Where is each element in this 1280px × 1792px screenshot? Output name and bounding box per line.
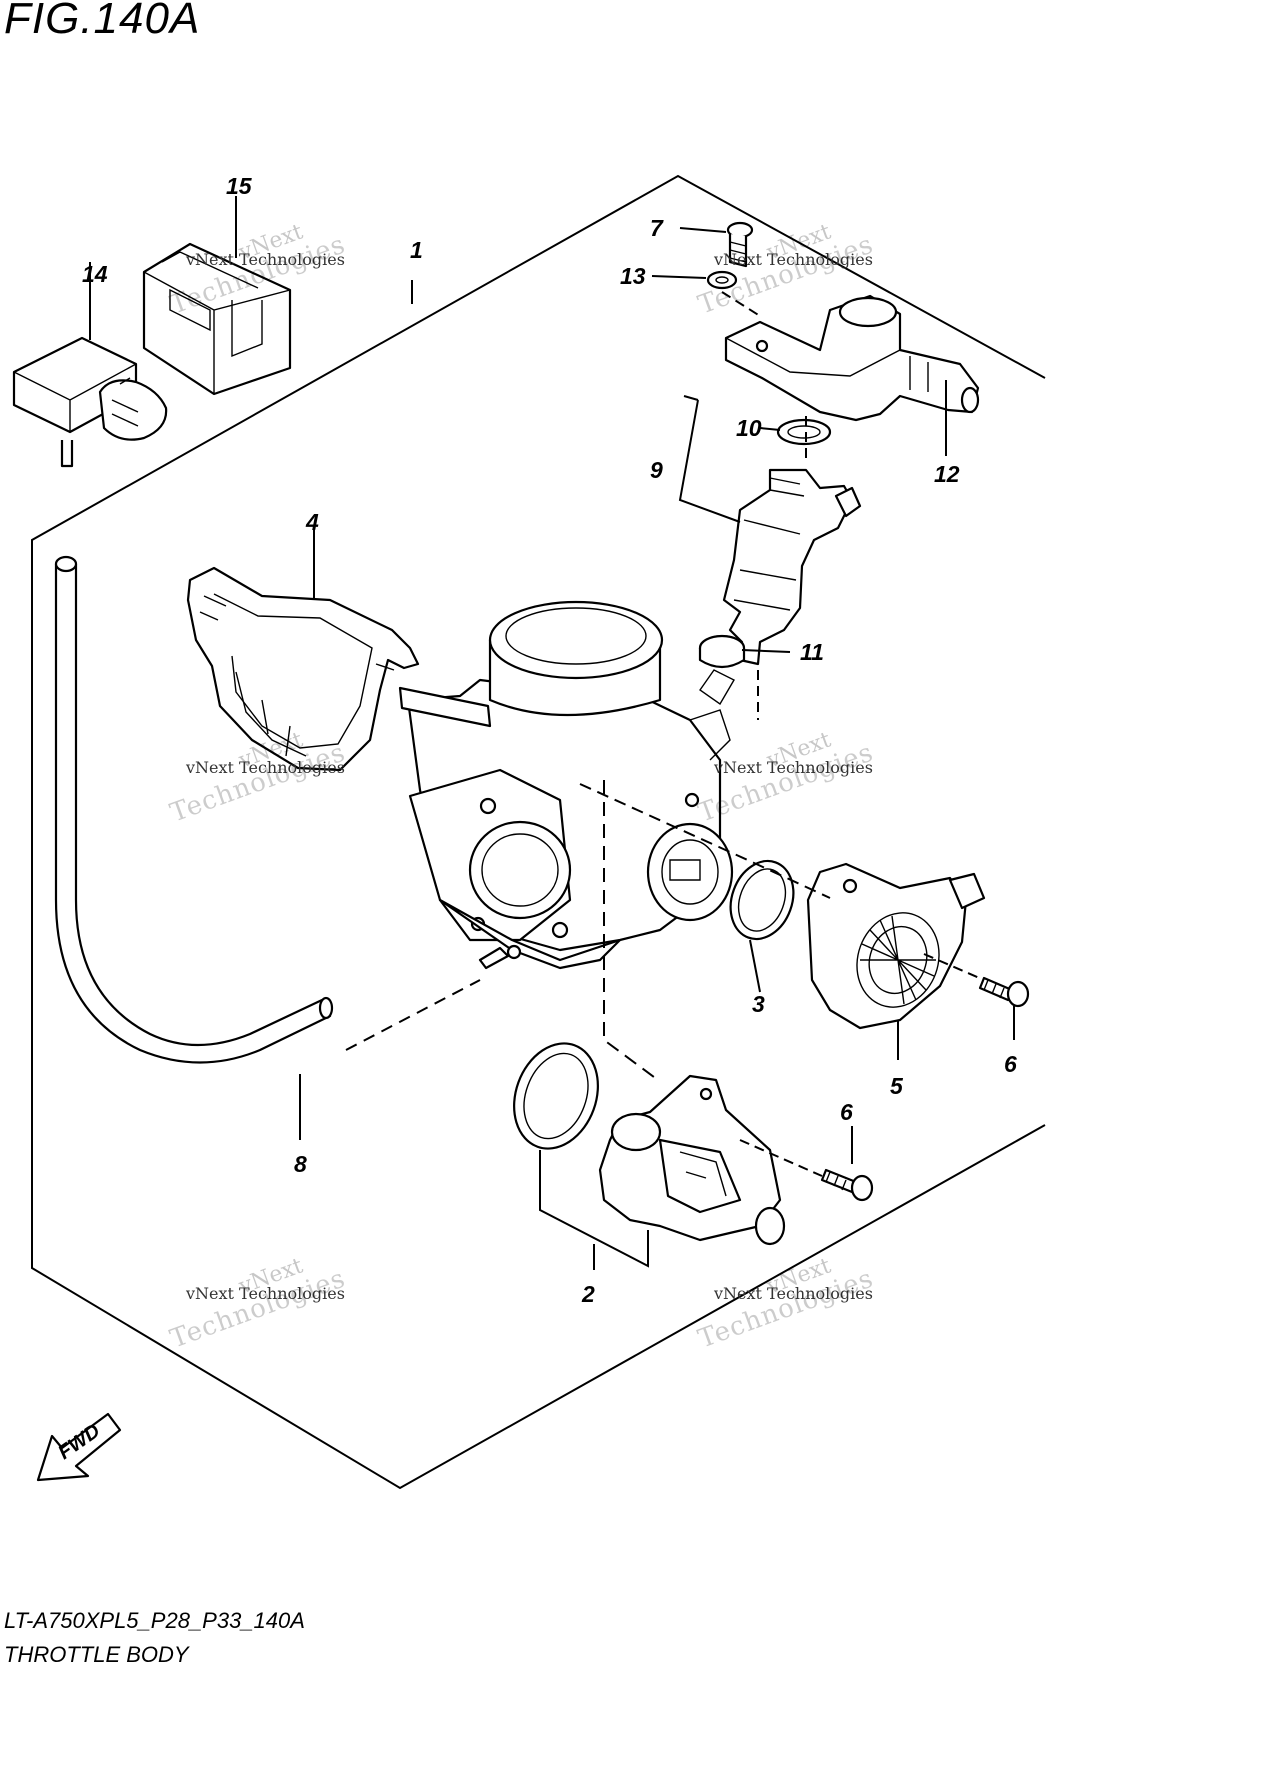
part-8-hose[interactable]: [54, 555, 334, 1064]
model-code: LT-A750XPL5_P28_P33_140A: [4, 1608, 305, 1633]
callout-7: 7: [650, 215, 664, 241]
part-12-fuel-pipe[interactable]: [724, 294, 980, 422]
part-7-screw[interactable]: [726, 221, 754, 268]
part-15-cover[interactable]: [142, 242, 292, 396]
callout-8: 8: [294, 1151, 307, 1177]
callout-11: 11: [800, 639, 824, 665]
part-10-o-ring[interactable]: [776, 418, 832, 446]
figure-title: FIG.140A: [4, 0, 201, 43]
part-2-idle-control[interactable]: [500, 1032, 786, 1246]
callout-12: 12: [934, 461, 960, 487]
part-4-bracket[interactable]: [186, 566, 420, 772]
part-1-throttle-body[interactable]: [398, 600, 735, 970]
callout-3: 3: [752, 991, 765, 1017]
callout-14: 14: [82, 261, 108, 287]
part-11-seal[interactable]: [698, 634, 746, 669]
part-5-sensor[interactable]: [806, 862, 986, 1030]
callout-6-lower: 6: [840, 1099, 853, 1125]
callout-9: 9: [650, 457, 663, 483]
callout-4: 4: [305, 509, 319, 535]
part-6-screw-lower[interactable]: [820, 1168, 874, 1202]
assembly-boundary: [31, 174, 1046, 1490]
callout-2: 2: [581, 1281, 595, 1307]
fwd-arrow: [36, 1412, 122, 1482]
leader-lines: [89, 196, 1015, 1270]
part-14-sensor[interactable]: [12, 336, 168, 468]
part-13-washer[interactable]: [706, 270, 738, 290]
callout-1: 1: [410, 237, 423, 263]
callout-15: 15: [226, 173, 253, 199]
callout-labels: 1 2 3 4 5 6 6 7 8 9 10 11 12 13 14 15: [82, 173, 1017, 1307]
part-9-injector[interactable]: [722, 468, 862, 666]
part-6-screw-upper[interactable]: [978, 976, 1030, 1008]
callout-10: 10: [736, 415, 762, 441]
callout-6-upper: 6: [1004, 1051, 1017, 1077]
part-3-o-ring[interactable]: [720, 852, 804, 948]
section-name: THROTTLE BODY: [4, 1642, 189, 1667]
callout-5: 5: [890, 1073, 904, 1099]
callout-13: 13: [620, 263, 646, 289]
